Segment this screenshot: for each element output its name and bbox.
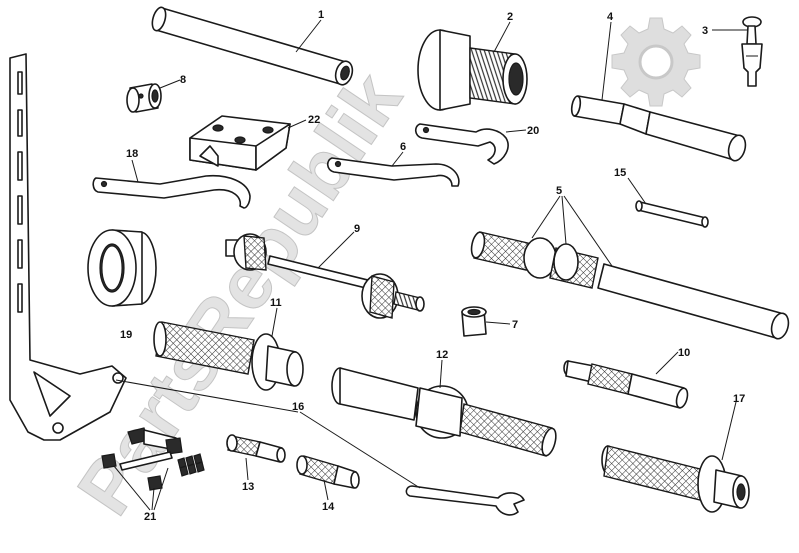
callout-11: 11 [270, 297, 282, 309]
part-8-small-bush [126, 83, 162, 113]
part-15-pin [635, 200, 709, 228]
part-16-bracket-tool [9, 53, 525, 516]
callout-6: 6 [400, 141, 406, 153]
part-7-sleeve [461, 306, 487, 337]
callout-7: 7 [512, 319, 518, 331]
callout-19: 19 [120, 329, 132, 341]
callout-10: 10 [678, 347, 690, 359]
part-9-shaft [225, 233, 425, 319]
callout-14: 14 [322, 501, 335, 513]
part-3-puller-pin [741, 16, 763, 87]
callout-21: 21 [144, 511, 156, 523]
part-1-cylinder-bar [151, 6, 354, 86]
part-22-clamp-block [189, 115, 291, 171]
part-11-knurled-drift [153, 321, 304, 391]
callout-18: 18 [126, 148, 138, 160]
callout-15: 15 [614, 167, 626, 179]
part-2-threaded-sleeve [417, 29, 528, 111]
callout-16: 16 [292, 401, 304, 413]
part-6-spanner [326, 157, 460, 187]
callout-4: 4 [607, 11, 614, 23]
callout-1: 1 [318, 9, 324, 21]
callout-3: 3 [702, 25, 708, 37]
callout-20: 20 [527, 125, 539, 137]
part-18-c-spanner [92, 174, 251, 209]
callout-12: 12 [436, 349, 448, 361]
part-20-hook-spanner [414, 123, 509, 165]
leader-lines [113, 19, 748, 511]
part-12-large-drift [331, 367, 557, 457]
gear-icon [611, 17, 701, 107]
part-14-bit [296, 455, 360, 489]
part-13-bit [226, 434, 286, 463]
part-17-knurled-drift [601, 445, 750, 513]
part-5-knurled-tool [470, 231, 790, 340]
callout-13: 13 [242, 481, 254, 493]
callout-8: 8 [180, 74, 186, 86]
part-21-kit [101, 427, 205, 491]
callout-2: 2 [507, 11, 513, 23]
part-10-pin [563, 360, 689, 409]
callouts: 1 2 3 4 8 22 18 6 20 15 5 9 7 11 19 12 1… [120, 9, 745, 523]
part-19-ring [87, 229, 157, 307]
callout-5: 5 [556, 185, 562, 197]
callout-17: 17 [733, 393, 745, 405]
callout-22: 22 [308, 114, 320, 126]
part-4-drift [570, 95, 747, 162]
callout-9: 9 [354, 223, 360, 235]
